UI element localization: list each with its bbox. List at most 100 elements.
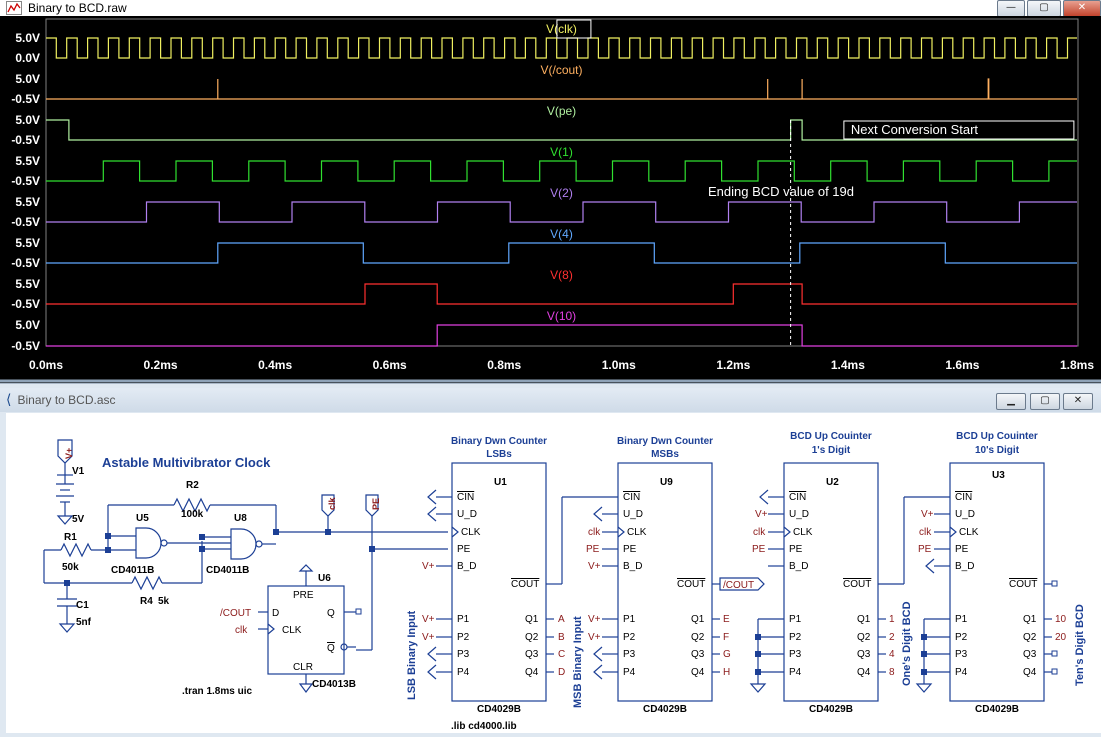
r1-value: 50k bbox=[62, 562, 79, 573]
u9-out-g: G bbox=[723, 649, 731, 660]
u2-ud-vplus: V+ bbox=[755, 509, 768, 520]
u3-pe-input: PE bbox=[918, 544, 932, 555]
u1-pin-p3: P3 bbox=[457, 649, 470, 660]
r2-name: R2 bbox=[186, 480, 199, 491]
u3-clk-input: clk bbox=[919, 527, 932, 538]
u3-out-20: 20 bbox=[1055, 632, 1067, 643]
u3-pin-q3: Q3 bbox=[1023, 649, 1037, 660]
y-tick-top-4: 5.5V bbox=[15, 195, 40, 209]
trace-3 bbox=[46, 160, 1077, 182]
schematic-titlebar[interactable]: ⟨ Binary to BCD.asc ▁ ▢ ✕ bbox=[0, 388, 1101, 412]
u9-pe-input: PE bbox=[586, 544, 600, 555]
v1-value: 5V bbox=[72, 514, 85, 525]
u1-pin-q1: Q1 bbox=[525, 614, 539, 625]
u9-pin-p2: P2 bbox=[623, 632, 636, 643]
u1-pin-cin: CIN bbox=[457, 492, 474, 503]
vplus-flag-label: V+ bbox=[64, 448, 74, 459]
schematic-app-icon: ⟨ bbox=[6, 392, 12, 408]
x-tick-3: 0.6ms bbox=[373, 358, 407, 372]
ff-d-pin: D bbox=[272, 608, 279, 619]
schematic-maximize-button[interactable]: ▢ bbox=[1030, 393, 1060, 410]
trace-label-1[interactable]: V(/cout) bbox=[540, 63, 582, 77]
x-tick-9: 1.8ms bbox=[1060, 358, 1094, 372]
u1-out-d: D bbox=[558, 667, 565, 678]
u9-out-e: E bbox=[723, 614, 730, 625]
u1-title: Binary Dwn Counter bbox=[451, 436, 547, 447]
waveform-close-button[interactable]: ✕ bbox=[1063, 0, 1101, 17]
trace-1 bbox=[46, 78, 1077, 100]
y-tick-bot-3: -0.5V bbox=[11, 174, 40, 188]
waveform-window: Binary to BCD.raw — ▢ ✕ V(clk)V(/cout)V(… bbox=[0, 0, 1101, 383]
u9-pin-bd: B_D bbox=[623, 561, 642, 572]
y-tick-top-7: 5.0V bbox=[15, 318, 40, 332]
u9-out-h: H bbox=[723, 667, 730, 678]
x-tick-8: 1.6ms bbox=[945, 358, 979, 372]
u1-pin-p1: P1 bbox=[457, 614, 470, 625]
u2-pe-input: PE bbox=[752, 544, 766, 555]
u3-pin-q1: Q1 bbox=[1023, 614, 1037, 625]
trace-label-2[interactable]: V(pe) bbox=[547, 104, 576, 118]
clk-flag: clk bbox=[327, 496, 337, 510]
schematic-minimize-button[interactable]: ▁ bbox=[996, 393, 1026, 410]
u2-pin-p3: P3 bbox=[789, 649, 802, 660]
u9-pin-q2: Q2 bbox=[691, 632, 705, 643]
u3-pin-p4: P4 bbox=[955, 667, 968, 678]
pe-flag: PE bbox=[371, 498, 381, 510]
u2-part: CD4029B bbox=[809, 704, 853, 715]
schematic-canvas[interactable]: Astable Multivibrator Clock V+ V1 5V R1 … bbox=[6, 413, 1101, 733]
u1-name: U1 bbox=[494, 477, 507, 488]
ff-qbar-pin: Q bbox=[327, 643, 335, 654]
y-tick-bot-4: -0.5V bbox=[11, 215, 40, 229]
u1-pin-ud: U_D bbox=[457, 509, 477, 520]
u1-pin-q2: Q2 bbox=[525, 632, 539, 643]
waveform-minimize-button[interactable]: — bbox=[997, 0, 1025, 17]
u9-subtitle: MSBs bbox=[651, 449, 679, 460]
trace-label-6[interactable]: V(8) bbox=[550, 268, 573, 282]
y-tick-bot-1: -0.5V bbox=[11, 92, 40, 106]
u2-pin-p2: P2 bbox=[789, 632, 802, 643]
u9-bd-vplus: V+ bbox=[588, 561, 601, 572]
trace-label-3[interactable]: V(1) bbox=[550, 145, 573, 159]
trace-label-5[interactable]: V(4) bbox=[550, 227, 573, 241]
r2-value: 100k bbox=[181, 509, 204, 520]
u1-pin-bd: B_D bbox=[457, 561, 476, 572]
x-tick-4: 0.8ms bbox=[487, 358, 521, 372]
u2-name: U2 bbox=[826, 477, 839, 488]
waveform-maximize-button[interactable]: ▢ bbox=[1027, 0, 1061, 17]
waveform-plot[interactable]: V(clk) V(/cout) V(pe) V(1) V(2) V(4) V(8) V(10)… bbox=[0, 16, 1101, 383]
u5-part: CD4011B bbox=[111, 565, 154, 576]
u2-out-8: 8 bbox=[889, 667, 895, 678]
y-tick-top-6: 5.5V bbox=[15, 277, 40, 291]
u1-pin-pe: PE bbox=[457, 544, 471, 555]
clk-label-box bbox=[556, 19, 592, 39]
ff-q-pin: Q bbox=[327, 608, 335, 619]
u1-pin-clk: CLK bbox=[461, 527, 481, 538]
trace-label-7[interactable]: V(10) bbox=[547, 309, 576, 323]
trace-label-0[interactable]: V(clk) bbox=[546, 22, 577, 36]
tran-directive: .tran 1.8ms uic bbox=[182, 686, 252, 697]
u3-subtitle: 10's Digit bbox=[975, 445, 1020, 456]
y-tick-bot-7: -0.5V bbox=[11, 339, 40, 353]
u3-pin-cout: COUT bbox=[1009, 579, 1037, 590]
u3-pin-cin: CIN bbox=[955, 492, 972, 503]
trace-2 bbox=[46, 119, 1077, 141]
u1-bd-vplus: V+ bbox=[422, 561, 435, 572]
y-tick-bot-0: 0.0V bbox=[15, 51, 40, 65]
x-tick-7: 1.4ms bbox=[831, 358, 865, 372]
waveform-titlebar[interactable]: Binary to BCD.raw — ▢ ✕ bbox=[0, 0, 1101, 17]
u6-name: U6 bbox=[318, 573, 331, 584]
ff-clk-pin: CLK bbox=[282, 625, 302, 636]
u1-p1-vplus: V+ bbox=[422, 614, 435, 625]
u1-pin-p2: P2 bbox=[457, 632, 470, 643]
ff-clr-pin: CLR bbox=[293, 662, 313, 673]
x-tick-1: 0.2ms bbox=[144, 358, 178, 372]
u1-out-a: A bbox=[558, 614, 565, 625]
schematic-close-button[interactable]: ✕ bbox=[1063, 393, 1093, 410]
u1-pin-q3: Q3 bbox=[525, 649, 539, 660]
u1-pin-p4: P4 bbox=[457, 667, 470, 678]
next-conversion-box bbox=[843, 120, 1075, 140]
trace-label-4[interactable]: V(2) bbox=[550, 186, 573, 200]
u2-clk-input: clk bbox=[753, 527, 766, 538]
u3-side-label: Ten's Digit BCD bbox=[1074, 604, 1086, 686]
u9-pin-clk: CLK bbox=[627, 527, 647, 538]
